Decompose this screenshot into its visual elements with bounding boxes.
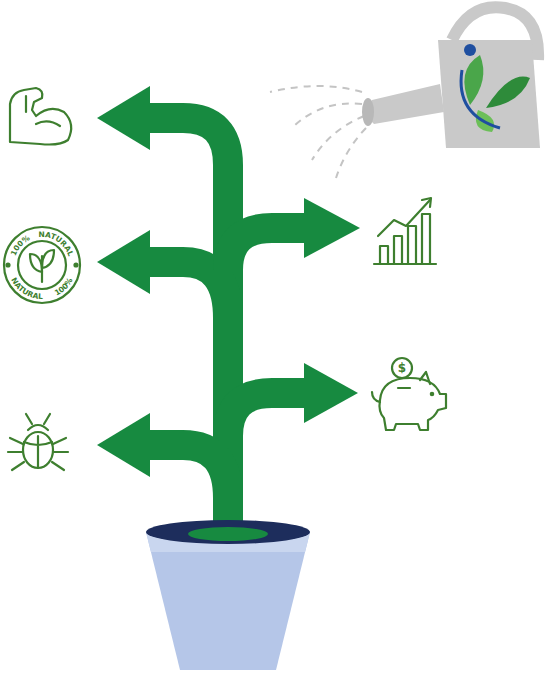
bug-icon [8,414,68,470]
arrow-head [97,86,360,477]
piggy-bank-icon [372,358,446,430]
plant-stem [142,118,312,540]
growth-chart-icon [374,198,436,264]
flower-pot [146,520,310,670]
badge-ring-text: NATURAL [38,230,75,258]
water-stream [270,86,366,178]
badge-ring-text: 100% [53,276,75,298]
watering-can [362,7,540,148]
badge-ring-text: NATURAL [9,276,43,301]
natural-badge-icon [4,227,80,303]
badge-ring-text: 100% [9,233,32,257]
coin-symbol: $ [398,361,406,375]
muscle-icon [10,88,71,145]
